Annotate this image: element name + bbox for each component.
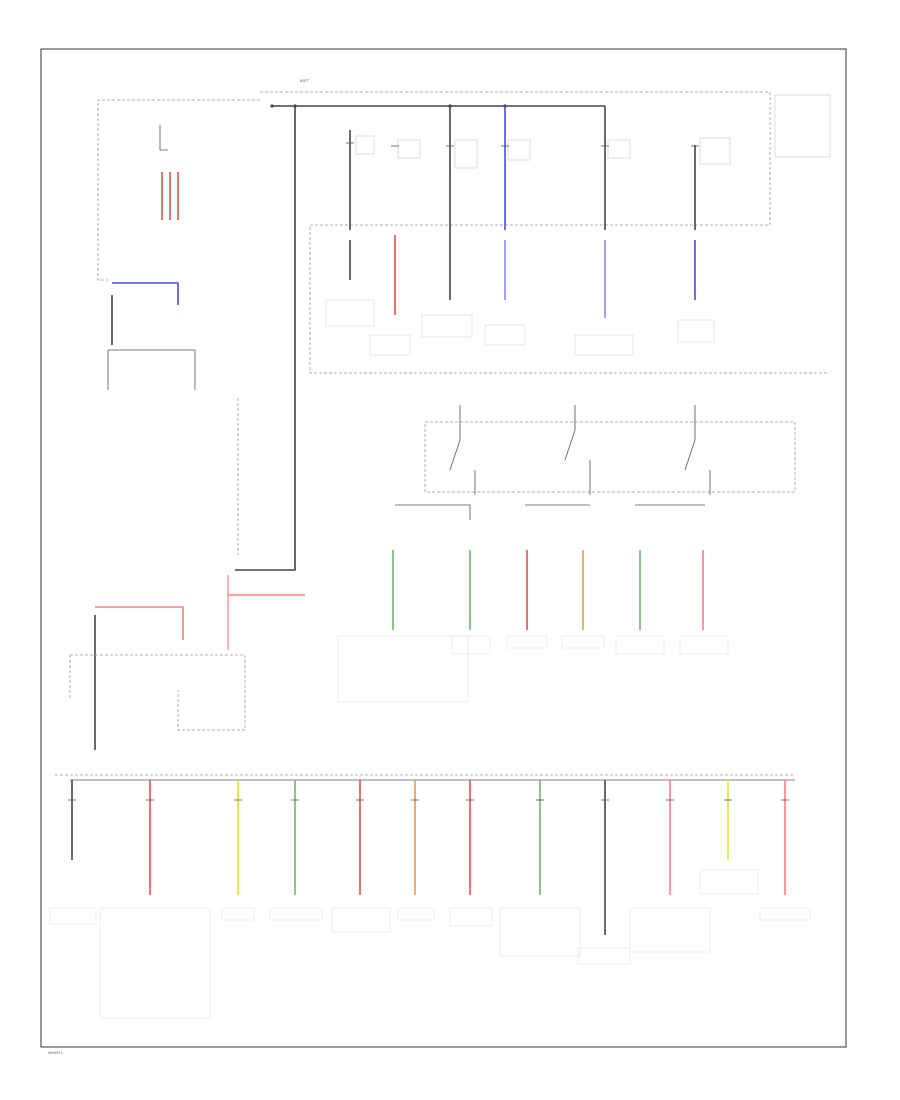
- left-ground-wires: [161, 172, 179, 220]
- bottom-destination-labels: [49, 869, 811, 1019]
- bottom-branch-wires: [71, 780, 786, 935]
- switch-output-bus-1: [395, 504, 471, 520]
- top-destination-labels: [325, 299, 715, 356]
- switch-contacts: [449, 405, 711, 495]
- bus-node: [270, 104, 274, 108]
- top-dashed-bus: [260, 91, 828, 374]
- top-fuse-label: BATT: [300, 79, 310, 83]
- fusible-link-wire: [95, 606, 184, 640]
- left-mid-dashed: [69, 654, 246, 731]
- switch-box: [424, 421, 796, 493]
- mid-destination-labels: [337, 635, 729, 703]
- left-dashed-feed: [97, 99, 260, 281]
- top-fuse-blocks: [355, 94, 831, 169]
- left-top-branch: [107, 349, 196, 390]
- left-top-blue-wire: [112, 282, 179, 305]
- diagram-frame: [40, 48, 847, 1048]
- top-connectors: [346, 142, 699, 147]
- page-reference: W00911: [48, 1051, 63, 1055]
- left-top-relay-wire: [159, 125, 168, 151]
- main-vertical-feed: [235, 106, 296, 571]
